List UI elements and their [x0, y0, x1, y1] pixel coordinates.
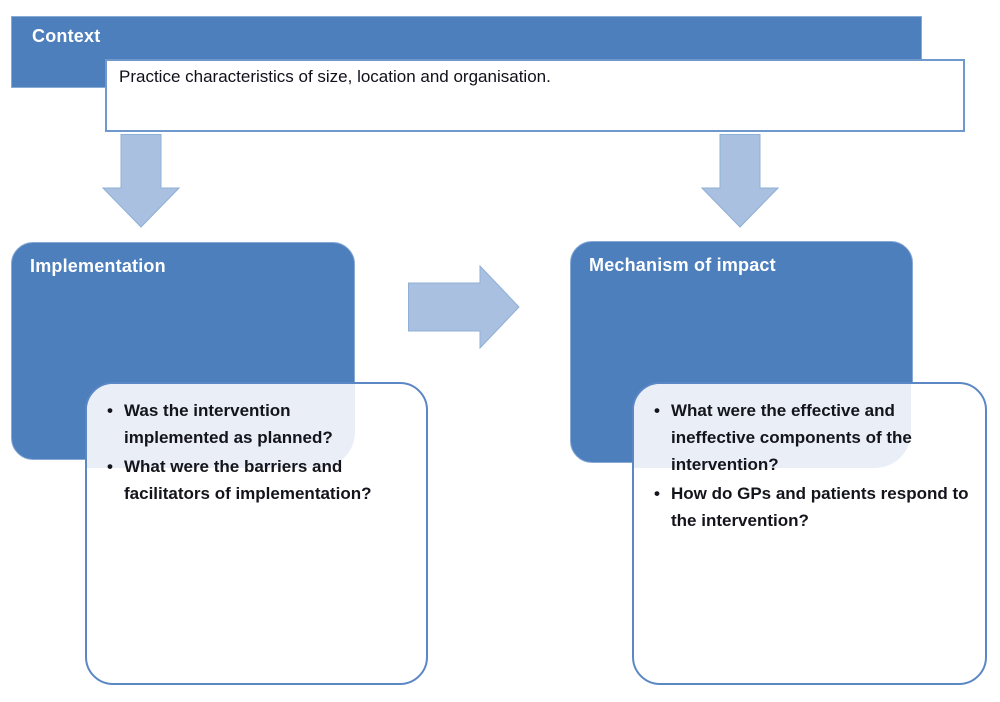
question-item: Was the intervention implemented as plan… [107, 397, 379, 451]
implementation-questions-list: Was the intervention implemented as plan… [87, 384, 426, 507]
question-item: What were the barriers and facilitators … [107, 453, 379, 507]
mechanism-questions-panel: What were the effective and ineffective … [632, 382, 987, 685]
context-description-box: Practice characteristics of size, locati… [105, 59, 965, 132]
down-arrow-icon [701, 134, 779, 228]
mechanism-of-impact-title: Mechanism of impact [589, 255, 776, 275]
question-item: How do GPs and patients respond to the i… [654, 480, 973, 534]
implementation-title: Implementation [30, 256, 166, 276]
down-arrow-icon [102, 134, 180, 228]
implementation-questions-panel: Was the intervention implemented as plan… [85, 382, 428, 685]
right-arrow-icon [408, 265, 520, 349]
mechanism-questions-list: What were the effective and ineffective … [634, 384, 985, 534]
context-description: Practice characteristics of size, locati… [119, 67, 551, 86]
question-item: What were the effective and ineffective … [654, 397, 973, 478]
context-title: Context [32, 26, 101, 46]
